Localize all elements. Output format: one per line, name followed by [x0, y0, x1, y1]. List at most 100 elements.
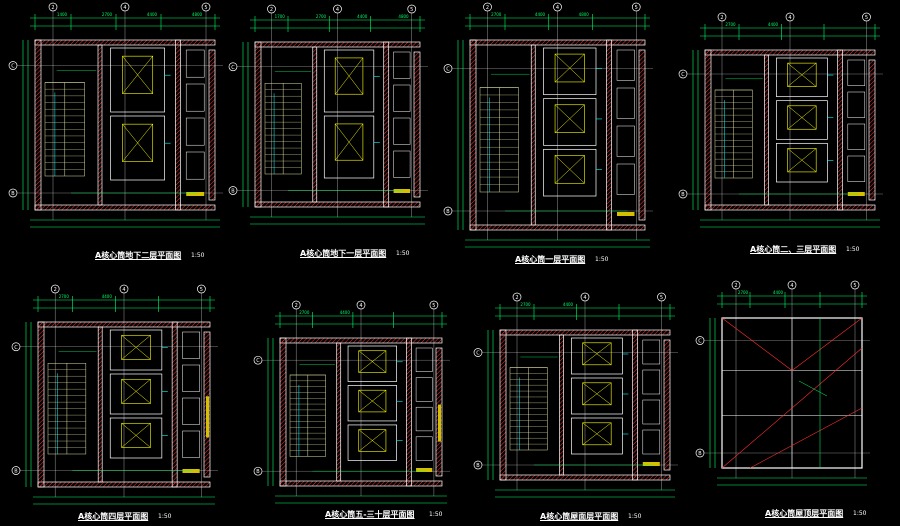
wall-right	[663, 339, 671, 471]
dimension-text: 4800	[192, 12, 203, 17]
axis-label: 5	[865, 15, 868, 21]
axis-label: 5	[200, 287, 203, 293]
wall-right-core	[175, 39, 181, 211]
pipe-shaft	[185, 151, 205, 180]
door-swing	[393, 189, 411, 193]
axis-label: 5	[853, 283, 856, 289]
plan-title: A核心筒屋面层平面图	[540, 512, 619, 521]
wall-bottom	[279, 480, 443, 487]
elevator-car	[334, 57, 364, 95]
wall-bottom	[34, 204, 216, 211]
pipe-shaft	[185, 117, 205, 146]
pipe-shaft	[182, 331, 200, 359]
elevator-shaft	[109, 329, 163, 371]
pipe-shaft	[415, 436, 433, 461]
axis-bubble	[48, 2, 58, 12]
wall-right-core	[406, 337, 412, 487]
elevator-cross	[122, 124, 153, 162]
wall-right-core	[837, 49, 843, 211]
elevator-car	[358, 350, 387, 373]
axis-label: 5	[410, 7, 413, 13]
yellow-panel	[206, 396, 209, 438]
elevator-shaft	[347, 424, 397, 461]
elevator-cross	[582, 382, 612, 405]
elevator-shaft	[571, 377, 623, 415]
elevator-cross	[121, 379, 151, 404]
axis-label: B	[14, 469, 18, 475]
axis-label: B	[446, 209, 450, 215]
wall-right	[868, 59, 876, 201]
wall-mid	[97, 44, 103, 206]
axis-label: B	[476, 463, 480, 469]
wall-top	[469, 39, 646, 46]
pipe-shaft	[616, 125, 635, 157]
axis-label: 2	[515, 295, 518, 301]
pipe-shaft	[642, 369, 661, 395]
wall-right-core	[171, 321, 178, 488]
axis-label: 4	[122, 287, 125, 293]
plan-title: A核心筒地下一层平面图	[300, 249, 387, 258]
dimension-text: 2700	[738, 290, 749, 295]
wall-top	[37, 321, 211, 328]
elevator-cross	[334, 57, 364, 95]
elevator-cross	[358, 390, 387, 413]
elevator-car	[358, 429, 387, 452]
pipe-shaft	[642, 429, 661, 455]
pipe-shaft	[393, 117, 411, 145]
axis-label: 5	[635, 5, 638, 11]
elevator-shaft	[571, 417, 623, 455]
axis-label: B	[256, 469, 260, 475]
axis-label: 2	[486, 5, 489, 11]
axis-label: 2	[54, 287, 57, 293]
axis-label: C	[476, 351, 480, 357]
plan-title: A核心筒地下二层平面图	[95, 251, 182, 260]
wall-top	[254, 41, 421, 48]
axis-label: C	[231, 65, 235, 71]
slope-line	[791, 317, 863, 371]
plan-scale: 1:50	[429, 511, 443, 518]
axis-label: 4	[336, 7, 339, 13]
dimension-text: 2700	[491, 12, 502, 17]
pipe-shaft	[415, 406, 433, 432]
elevator-shaft	[110, 115, 165, 181]
slope-line	[721, 317, 793, 371]
dimension-text: 4800	[579, 12, 590, 17]
pipe-shaft	[393, 84, 411, 112]
wall-right	[638, 49, 646, 221]
pipe-shaft	[415, 377, 433, 402]
plan-title: A核心筒一层平面图	[515, 255, 586, 264]
door-swing	[617, 212, 635, 216]
axis-bubble	[717, 12, 727, 22]
wall-mid	[530, 44, 536, 226]
axis-bubble	[483, 2, 492, 12]
elevator-car	[582, 342, 612, 366]
elevator-shaft	[347, 385, 397, 422]
dimension-text: 2700	[316, 14, 327, 19]
elevator-car	[554, 155, 585, 184]
axis-label: 4	[790, 283, 793, 289]
wall-left	[37, 321, 45, 488]
slope-line	[721, 347, 863, 469]
door-swing	[182, 469, 200, 473]
slope-line	[749, 407, 863, 469]
axis-label: 5	[660, 295, 663, 301]
pipe-shaft	[642, 399, 661, 425]
axis-bubble	[356, 300, 366, 310]
pipe-shaft	[642, 339, 661, 365]
axis-bubble	[512, 292, 522, 302]
axis-label: 5	[432, 303, 435, 309]
axis-bubble	[862, 12, 871, 22]
pipe-shaft	[393, 150, 411, 178]
axis-bubble	[731, 280, 741, 290]
elevator-car	[582, 422, 612, 446]
elevator-cross	[121, 335, 151, 360]
wall-mid	[559, 334, 564, 476]
axis-bubble	[333, 4, 342, 14]
axis-bubble	[429, 300, 439, 310]
plan-scale: 1:50	[191, 252, 205, 259]
wall-left	[279, 337, 287, 487]
wall-mid	[764, 54, 769, 206]
